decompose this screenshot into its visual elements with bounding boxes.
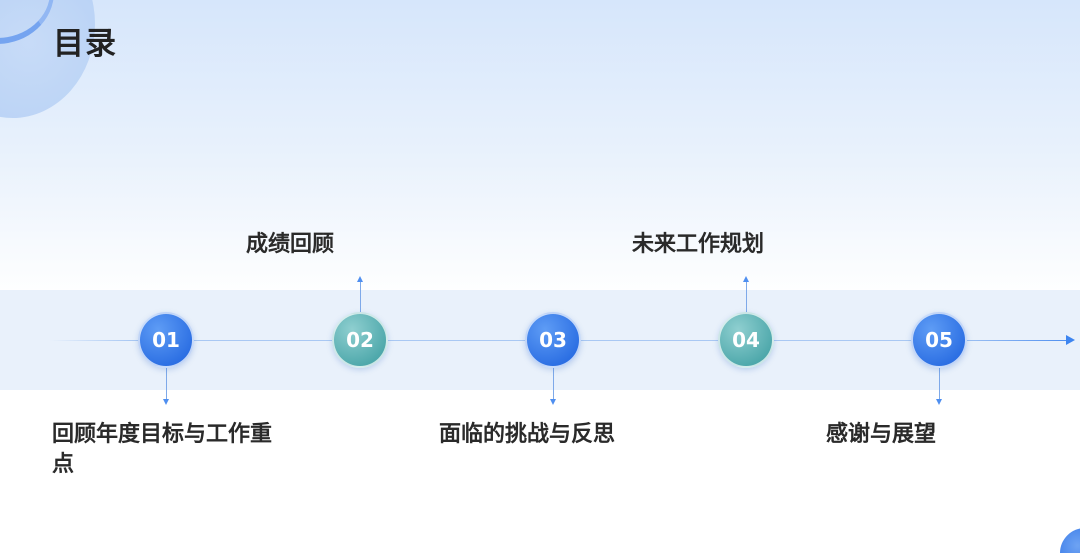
connector-arrow-icon [550,399,556,405]
timeline-node-01[interactable]: 01 [138,312,194,368]
connector-02 [360,282,361,312]
timeline-node-02[interactable]: 02 [332,312,388,368]
timeline-label-02[interactable]: 成绩回顾 [246,232,335,257]
connector-05 [939,368,940,399]
connector-arrow-icon [936,399,942,405]
timeline-node-number: 04 [732,328,760,352]
timeline-label-01[interactable]: 回顾年度目标与工作重点 [52,422,273,477]
timeline-node-04[interactable]: 04 [718,312,774,368]
timeline-arrow-icon [1066,335,1075,345]
connector-04 [746,282,747,312]
connector-arrow-icon [163,399,169,405]
timeline-node-number: 05 [925,328,953,352]
timeline-label-04[interactable]: 未来工作规划 [632,232,765,257]
timeline-label-05[interactable]: 感谢与展望 [826,422,937,447]
page-title: 目录 [53,26,117,62]
timeline-node-05[interactable]: 05 [911,312,967,368]
connector-03 [553,368,554,399]
connector-arrow-icon [357,276,363,282]
timeline-label-03[interactable]: 面临的挑战与反思 [439,422,616,447]
timeline-node-number: 02 [346,328,374,352]
timeline-node-number: 01 [152,328,180,352]
timeline-node-number: 03 [539,328,567,352]
connector-01 [166,368,167,399]
connector-arrow-icon [743,276,749,282]
timeline-node-03[interactable]: 03 [525,312,581,368]
decorative-circle-bottom-right [1060,528,1080,553]
